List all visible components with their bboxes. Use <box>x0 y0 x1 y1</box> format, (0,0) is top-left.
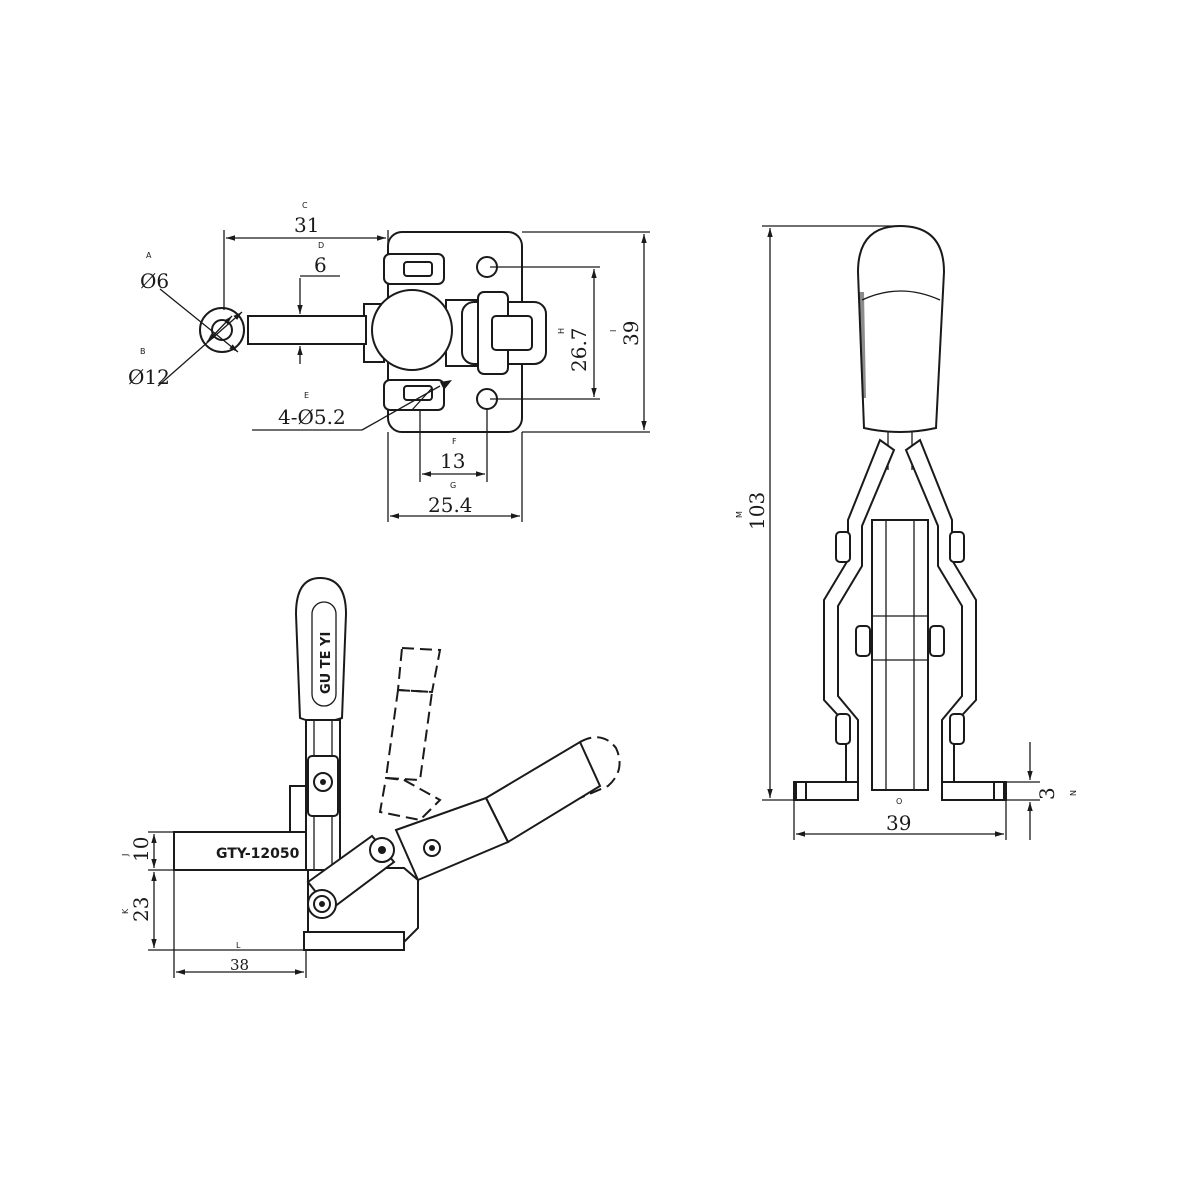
dim-F-letter: F <box>452 437 457 446</box>
dim-H-value: 26.7 <box>567 327 591 372</box>
dim-N-value: 3 <box>1035 787 1059 800</box>
handle-ghost-open <box>579 736 621 799</box>
spindle-block <box>173 831 309 871</box>
dim-I-value: 39 <box>619 321 643 346</box>
dim-F-value: 13 <box>440 449 465 473</box>
dim-J-letter: J <box>121 854 130 857</box>
dim-E-value: 4-Ø5.2 <box>278 405 346 429</box>
side-view: GTY-12050 GU TE YI J 10 K 23 <box>121 576 621 978</box>
handle-grip <box>856 224 946 433</box>
dim-B-value: Ø12 <box>128 365 170 389</box>
dim-M-value: 103 <box>745 492 769 530</box>
handle-knob <box>371 289 453 371</box>
center-link <box>871 519 929 791</box>
dim-D-value: 6 <box>314 253 327 277</box>
dim-B-letter: B <box>140 347 146 356</box>
top-view: A Ø6 B Ø12 C 31 D 6 E 4-Ø5.2 F 13 G 25 <box>128 201 650 522</box>
brand-label: GU TE YI <box>319 632 334 694</box>
dim-N-letter: N <box>1069 790 1078 796</box>
dim-L-letter: L <box>236 941 241 950</box>
dim-L-value: 38 <box>230 956 249 974</box>
dim-A-value: Ø6 <box>140 269 169 293</box>
dim-G-letter: G <box>450 481 456 490</box>
handle-ghost-mid <box>396 646 442 694</box>
dim-J-value: 10 <box>129 837 153 862</box>
dim-O-value: 39 <box>886 811 911 835</box>
dim-D-letter: D <box>318 241 324 250</box>
dim-C-value: 31 <box>294 213 319 237</box>
spindle-arm <box>247 315 367 345</box>
model-label: GTY-12050 <box>216 846 300 862</box>
handle-open-position <box>394 740 602 882</box>
front-view: M 103 N 3 O 39 <box>735 224 1078 840</box>
dim-E-letter: E <box>304 391 309 400</box>
dim-G-value: 25.4 <box>428 493 473 517</box>
dim-C-letter: C <box>302 201 308 210</box>
dim-I-letter: I <box>609 330 618 332</box>
dim-A-letter: A <box>146 251 152 260</box>
base-foot <box>793 781 859 801</box>
dim-M-letter: M <box>735 511 744 518</box>
dim-H-letter: H <box>557 328 566 334</box>
dim-K-letter: K <box>121 908 130 914</box>
dim-K-value: 23 <box>129 897 153 922</box>
dim-O-letter: O <box>896 797 902 806</box>
